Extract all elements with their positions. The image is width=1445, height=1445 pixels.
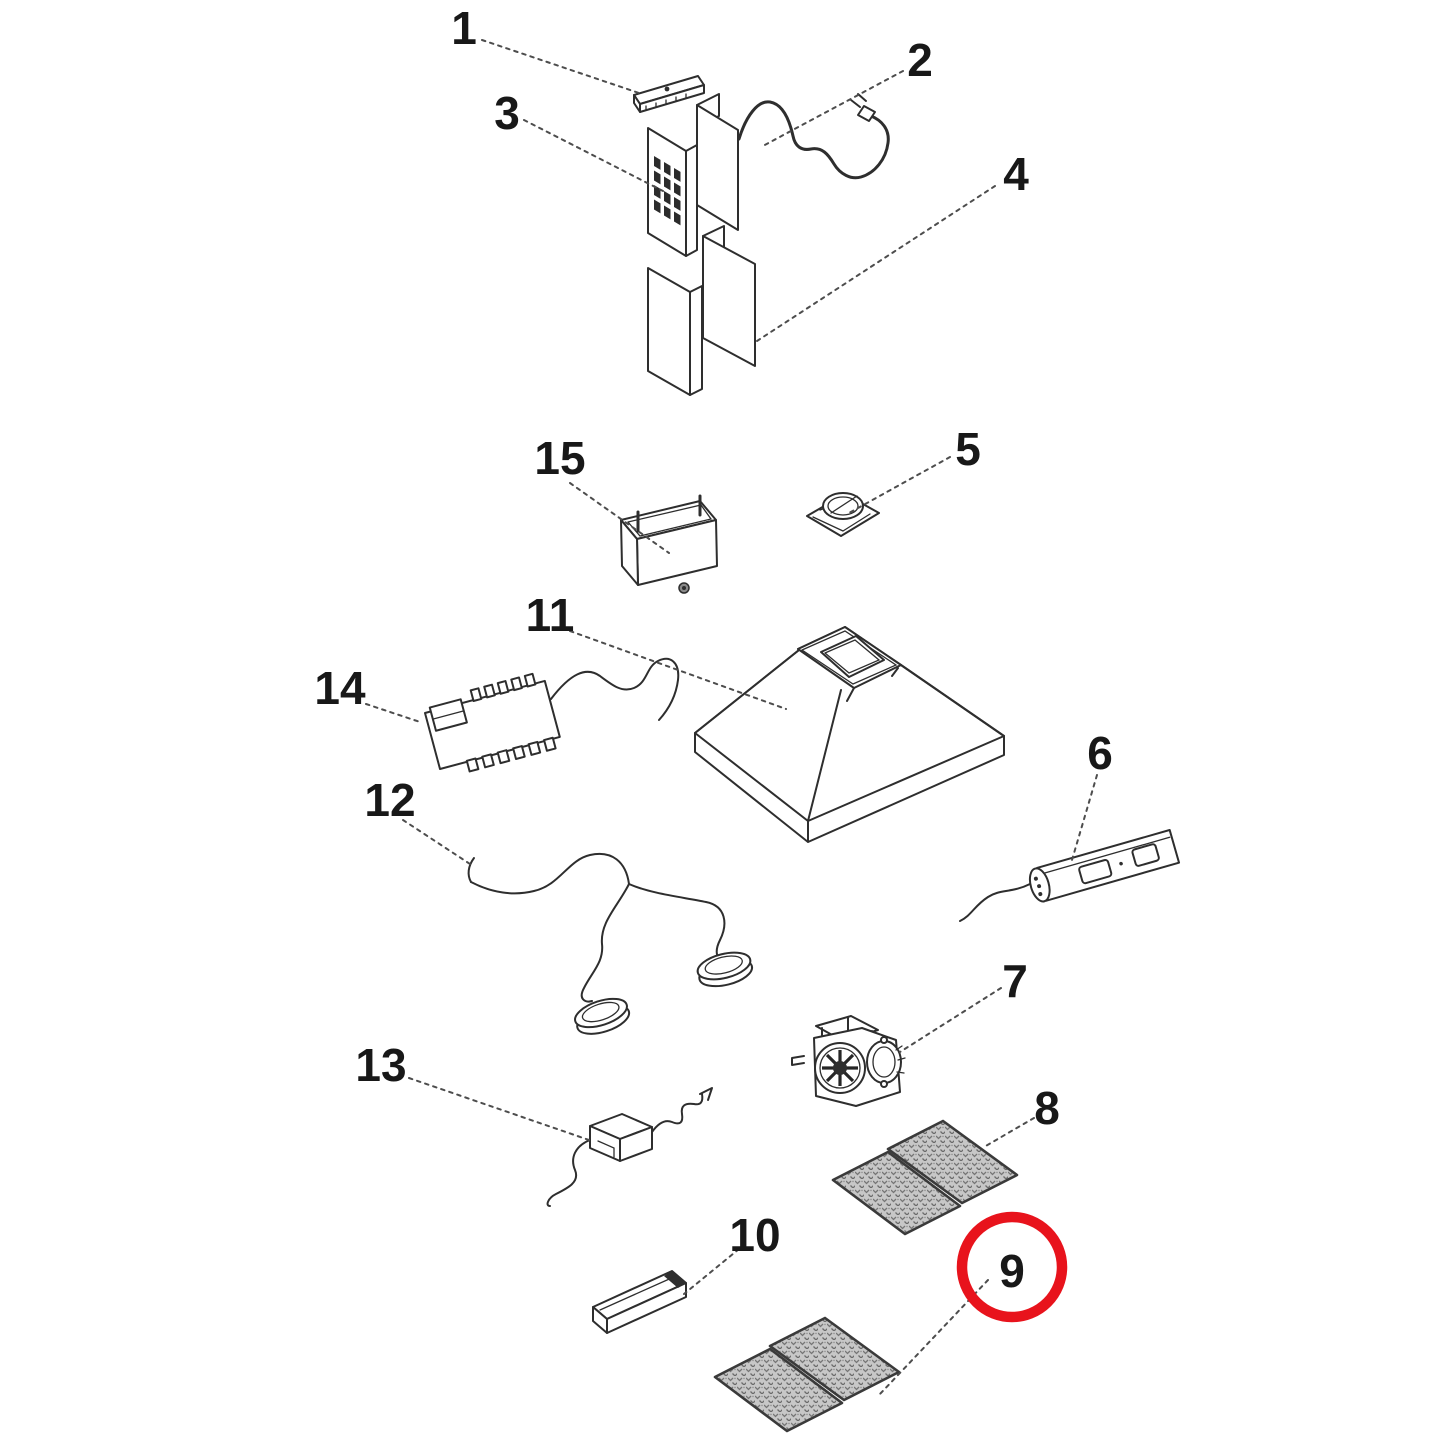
leader-part-1 [481,39,640,94]
part-6-control-switch-panel [959,828,1181,922]
leader-part-7 [899,987,1002,1053]
part-3-upper-chimney-duct [647,93,739,257]
part-label-2: 2 [907,34,933,86]
part-5-air-outlet-adapter [806,492,880,537]
part-label-1: 1 [451,2,477,54]
part-label-11: 11 [526,589,575,641]
part-15-grease-container [620,494,718,594]
part-9-grease-filter-pair [713,1316,901,1433]
leader-part-3 [523,119,664,192]
lamp-holder [696,951,754,988]
leader-part-4 [756,185,996,342]
part-label-7: 7 [1002,955,1028,1007]
part-1-mounting-bracket [633,75,705,113]
vent-grid [654,156,681,226]
part-2-power-cord [737,93,890,180]
callout-labels: 1 2 3 4 15 5 11 14 12 6 7 8 13 10 9 [314,2,1112,1297]
leader-part-12 [402,819,471,865]
leader-part-11 [569,630,787,710]
lamp-holder [574,997,631,1035]
part-label-9: 9 [999,1245,1025,1297]
part-7-blower-motor-assembly [791,1015,906,1107]
part-label-4: 4 [1003,148,1029,200]
leader-part-14 [365,703,421,723]
leader-lines [365,39,1098,1395]
part-label-5: 5 [955,423,981,475]
leader-part-13 [408,1077,590,1141]
part-label-3: 3 [494,87,520,139]
leader-part-10 [683,1248,740,1295]
leader-part-2 [760,70,904,148]
part-12-lamp-wiring-harness [467,852,754,1035]
leader-part-15 [569,482,670,554]
part-10-grease-tray [592,1270,687,1334]
part-label-10: 10 [729,1209,780,1261]
leader-part-8 [983,1117,1035,1148]
leader-part-6 [1071,774,1098,861]
part-11-hood-canopy [694,626,1005,843]
part-label-8: 8 [1034,1082,1060,1134]
part-label-14: 14 [314,662,366,714]
part-label-13: 13 [355,1039,406,1091]
part-14-terminal-board [424,657,680,773]
leader-part-5 [848,456,951,514]
part-4-lower-chimney-duct [647,225,756,396]
part-label-15: 15 [534,432,585,484]
part-13-transformer [546,1087,713,1207]
part-label-6: 6 [1087,727,1113,779]
highlight-circle [956,1211,1068,1323]
part-label-12: 12 [364,774,415,826]
